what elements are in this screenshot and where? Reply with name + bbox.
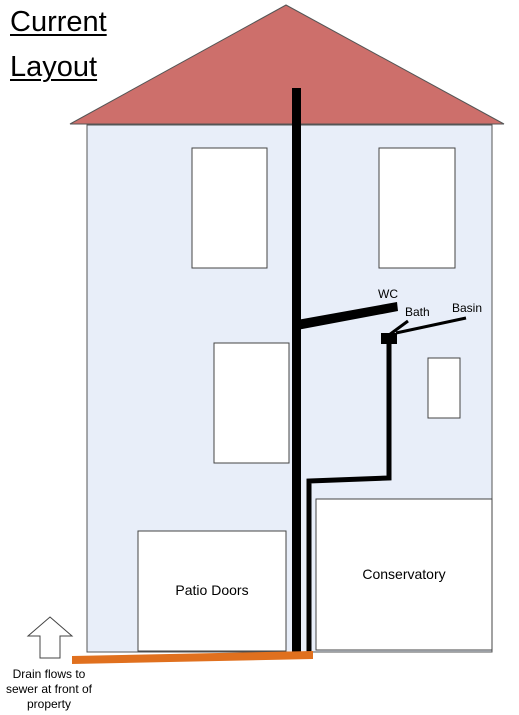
title-line-2: Layout xyxy=(10,51,98,83)
window-small-right xyxy=(427,357,461,419)
bath-waste-pipe xyxy=(306,338,392,654)
title-line-1: Current xyxy=(10,6,107,38)
waste-junction xyxy=(381,333,397,344)
patio-doors xyxy=(137,530,287,652)
wc-branch-pipe xyxy=(297,302,398,330)
label-basin: Basin xyxy=(452,301,483,315)
label-bath: Bath xyxy=(405,305,430,319)
drain-note: Drain flows to sewer at front of propert… xyxy=(5,667,93,711)
window-top-left xyxy=(191,147,268,269)
window-middle-left xyxy=(213,342,290,464)
bath-branch-pipe xyxy=(388,319,409,337)
soil-stack-pipe xyxy=(292,88,301,655)
label-wc: WC xyxy=(378,287,398,301)
up-arrow-icon xyxy=(26,616,74,659)
drain-pipe xyxy=(72,651,313,664)
label-conservatory: Conservatory xyxy=(362,566,446,582)
window-top-right xyxy=(378,147,456,269)
conservatory xyxy=(315,498,493,651)
basin-branch-pipe xyxy=(395,316,467,335)
roof xyxy=(69,4,505,125)
label-patio-doors: Patio Doors xyxy=(175,582,249,598)
